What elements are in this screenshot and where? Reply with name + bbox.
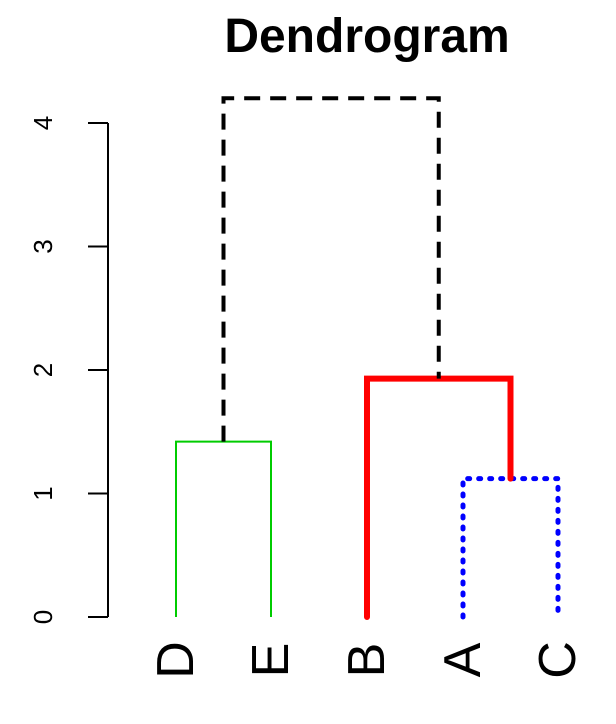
dendrogram-links — [175, 96, 561, 620]
y-tick-label: 2 — [28, 363, 58, 377]
y-tick-label: 4 — [28, 116, 58, 130]
leaf-label-C: C — [529, 641, 587, 679]
y-tick-label: 3 — [28, 239, 58, 253]
leaf-label-A: A — [434, 642, 492, 677]
merge-link-DE-BAC — [221, 96, 441, 442]
y-axis: 0 1 2 3 4 — [28, 116, 109, 624]
merge-link-B-AC — [364, 375, 514, 620]
leaf-label-D: D — [147, 641, 205, 679]
merge-link-A-C — [460, 476, 561, 620]
chart-title: Dendrogram — [224, 10, 509, 63]
y-tick-label: 1 — [28, 486, 58, 500]
leaf-label-E: E — [242, 643, 300, 678]
merge-link-D-E — [175, 440, 272, 617]
y-tick-label: 0 — [28, 610, 58, 624]
leaf-label-B: B — [338, 643, 396, 678]
